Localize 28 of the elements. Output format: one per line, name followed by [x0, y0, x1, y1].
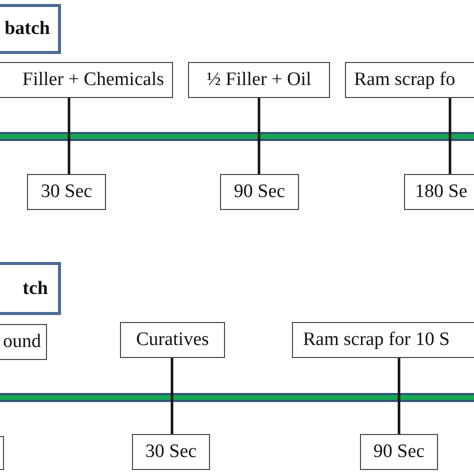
step-text: 90 Sec [373, 441, 425, 463]
heading-text: tch [22, 278, 48, 300]
step-box [188, 62, 330, 98]
connector-line [170, 358, 174, 434]
step-text: ound [3, 331, 41, 353]
step-text: 180 Se [415, 181, 468, 203]
step-text: Filler + Chemicals [22, 69, 164, 91]
connector-line [68, 98, 70, 174]
step-box [120, 322, 225, 358]
step-box [132, 434, 210, 470]
step-box [345, 62, 474, 98]
step-text: Ram scrap for 10 S [303, 329, 450, 351]
connector-line [398, 358, 400, 434]
step-box [292, 322, 474, 358]
step-box [220, 174, 299, 210]
step-box [404, 174, 474, 210]
connector-line [258, 98, 260, 174]
step-box [360, 434, 438, 470]
step-text: 90 Sec [234, 181, 286, 203]
step-box [27, 174, 106, 210]
connector-line [448, 98, 452, 174]
heading-text: batch [4, 18, 50, 40]
step-text: 30 Sec [40, 181, 92, 203]
step-text: ½ Filler + Oil [206, 69, 312, 91]
step-box [0, 62, 173, 98]
step-text: Ram scrap fo [354, 69, 456, 91]
step-text: Curatives [136, 329, 209, 351]
step-text: 30 Sec [145, 441, 197, 463]
